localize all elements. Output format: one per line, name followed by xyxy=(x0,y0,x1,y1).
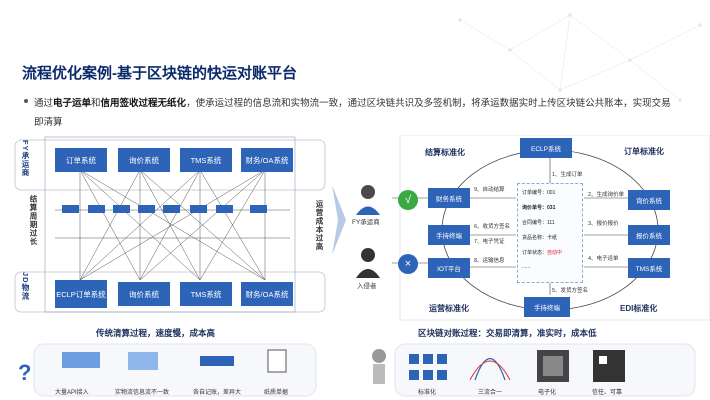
flow-tag xyxy=(190,205,207,213)
tms-system-box-2: TMS系统 xyxy=(180,282,232,306)
three-flows-label: 三流合一 xyxy=(478,390,503,396)
step-label: 7、电子凭证 xyxy=(474,239,505,245)
desc-part-2: 和 xyxy=(91,98,101,109)
digitization-label: 电子化 xyxy=(538,390,557,396)
inquiry-system-box-2: 询价系统 xyxy=(118,282,170,306)
settlement-std-label: 结算标准化 xyxy=(425,148,465,157)
desc-part-1: 通过 xyxy=(34,98,54,109)
iot-platform-box: IOT平台 xyxy=(428,258,470,278)
desc-part-3: ，使承运过程的信息流和实物流一致，通过区块链共识及多签机制，将承运数据实时上传区… xyxy=(34,98,671,128)
blockchain-ledger: 订单编号：001 询价单号：031 合同编号：111 货品名称：卡纸 订单状态：… xyxy=(517,183,583,283)
step-label: 3、报价报价 xyxy=(588,221,619,227)
tms-system-box-r: TMS系统 xyxy=(628,258,670,278)
fy-carrier-label-r: FY承运商 xyxy=(352,219,380,226)
ops-std-label: 运营标准化 xyxy=(429,304,469,313)
step-label: 9、自动结算 xyxy=(474,187,505,193)
separate-ledger-label: 各自记账，差异大 xyxy=(193,390,242,396)
ledger-row: ...... xyxy=(522,264,531,270)
flow-tag xyxy=(250,205,267,213)
description: 通过电子运单和信用签收过程无纸化，使承运过程的信息流和实物流一致，通过区块链共识… xyxy=(34,94,674,132)
tms-system-box: TMS系统 xyxy=(180,148,232,172)
inquiry-system-box-r: 询价系统 xyxy=(628,190,670,210)
step-label: 8、运输信息 xyxy=(474,258,505,264)
ledger-row: 合同编号：111 xyxy=(522,220,555,226)
finance-oa-box: 财务/OA系统 xyxy=(241,148,293,172)
left-bottom-panel: ? xyxy=(18,343,317,397)
finance-oa-box-2: 财务/OA系统 xyxy=(241,282,293,306)
handheld-terminal-box: 手持终端 xyxy=(428,225,470,245)
desc-bold-1: 电子运单 xyxy=(53,98,92,109)
left-caption: 传统清算过程，速度慢，成本高 xyxy=(96,328,216,338)
desc-bold-2: 信用签收过程无纸化 xyxy=(100,98,187,109)
right-bottom-panel xyxy=(372,343,696,397)
finance-system-box: 财务系统 xyxy=(428,188,470,208)
svg-text:?: ? xyxy=(18,360,31,385)
flow-tag xyxy=(113,205,130,213)
eclp-system-box: ECLP系统 xyxy=(520,138,572,158)
paper-docs-label: 纸质单据 xyxy=(264,390,289,396)
bullet xyxy=(24,99,28,103)
standardization-label: 标准化 xyxy=(418,390,437,396)
inquiry-system-box: 询价系统 xyxy=(118,148,170,172)
api-access-label: 大量API接入 xyxy=(55,390,89,396)
step-label: 4、电子运单 xyxy=(588,256,619,262)
step-label: 6、收货方签名 xyxy=(474,224,511,230)
ledger-row: 询价单号：031 xyxy=(522,205,556,211)
handheld-terminal-box-bottom: 手持终端 xyxy=(524,297,570,317)
flow-tag xyxy=(216,205,233,213)
fy-carrier-label: FY承运商 xyxy=(21,140,30,178)
order-system-box: 订单系统 xyxy=(55,148,107,172)
long-settlement-label: 结算周期过长 xyxy=(29,195,38,246)
intruder-label: 入侵者 xyxy=(357,283,377,290)
edi-std-label: EDI标准化 xyxy=(620,304,658,313)
transition-arrow xyxy=(332,185,346,255)
flow-tag xyxy=(163,205,180,213)
high-cost-label: 运营成本过高 xyxy=(315,200,324,251)
cross-icon: × xyxy=(398,254,418,274)
flow-tag xyxy=(62,205,79,213)
flow-tag xyxy=(138,205,155,213)
ledger-row: 订单状态：自动中 xyxy=(522,250,563,256)
step-label: 2、生成询价单 xyxy=(588,192,625,198)
network-decoration xyxy=(458,13,702,102)
quote-system-box-r: 报价系统 xyxy=(628,225,670,245)
right-caption: 区块链对账过程：交易即清算，准实时，成本低 xyxy=(418,328,597,338)
inconsistent-flow-label: 实物流信息流不一致 xyxy=(115,390,170,396)
trust-label: 信任、可靠 xyxy=(592,390,623,396)
actors xyxy=(356,185,380,278)
ledger-row: 货品名称：卡纸 xyxy=(522,235,558,241)
check-icon: √ xyxy=(398,190,418,210)
eclp-order-box: ECLP订单系统 xyxy=(55,280,107,308)
order-std-label: 订单标准化 xyxy=(624,147,664,156)
step-label: 5、发货方签名 xyxy=(552,288,589,294)
ledger-row: 订单编号：001 xyxy=(522,190,556,196)
page-title: 流程优化案例-基于区块链的快运对账平台 xyxy=(22,65,297,82)
step-label: 1、生成订单 xyxy=(552,172,583,178)
jd-logistics-label: JD物流 xyxy=(21,272,30,301)
flow-tag xyxy=(88,205,105,213)
